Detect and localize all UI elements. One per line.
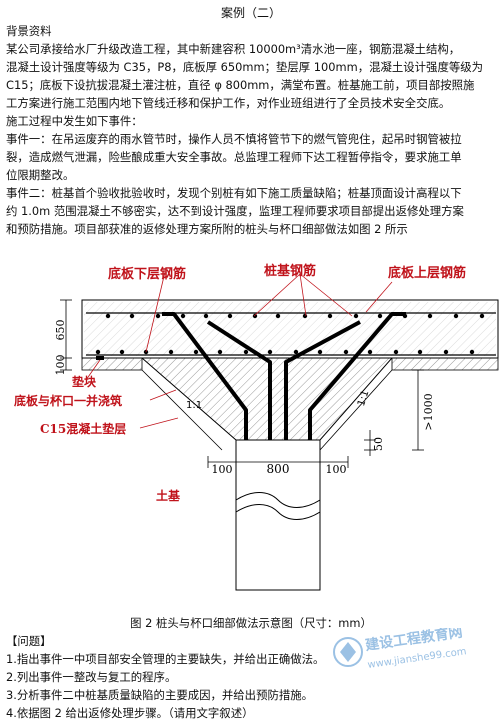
dim-800: 800 [267,462,290,476]
label-soil: 土基 [156,488,181,503]
pile-rebar [162,312,406,440]
label-top-rebar: 底板上层钢筋 [388,265,466,281]
rebar-dots [95,313,485,355]
label-bottom-rebar: 底板下层钢筋 [108,266,186,282]
pile-cup [140,357,394,441]
label-pile-rebar: 桩基钢筋 [264,263,316,279]
background-section: 背景资料 某公司承接给水厂升级改造工程，其中新建容积 10000m³清水池一座，… [6,22,498,238]
questions-section: 【问题】 1.指出事件一中项目部安全管理的主要缺失，并给出正确做法。 2.列出事… [6,632,498,722]
question-item: 3.分析事件二中桩基质量缺陷的主要成因，并给出预防措施。 [6,688,314,702]
label-slope-right: 1:1 [356,389,371,408]
dim-50: 50 [372,437,385,451]
pile-break-bottom [235,504,321,520]
pad-block-1 [96,356,104,360]
label-leaders [85,271,393,429]
dim-1000: >1000 [422,393,435,430]
dim-100-left: 100 [54,355,67,376]
questions-heading: 【问题】 [6,634,52,648]
pile-body [235,439,321,591]
figure-caption: 图 2 桩头与杯口细部做法示意图（尺寸：mm） [130,616,372,630]
label-pad-block: 垫块 [72,374,97,389]
pile-break-top [235,492,321,508]
slope-line-left [141,369,223,451]
background-line: C15；底板下设抗拔混凝土灌注桩，直径 φ 800mm，满堂布置。桩基施工前，项… [6,78,475,92]
watermark-logo-icon [333,637,363,667]
label-slab-cup-cast: 底板与杯口一并浇筑 [14,393,122,408]
pile-cup-detail-figure: 底板下层钢筋 桩基钢筋 底板上层钢筋 垫块 底板与杯口一并浇筑 C15混凝土垫层… [14,263,499,591]
label-slope-left: 1:1 [186,400,202,411]
question-item: 2.列出事件一整改与复工的程序。 [6,670,177,684]
background-line: 施工过程中发生如下事件： [6,114,143,128]
background-line: 工方案进行施工范围内地下管线迁移和保护工作，对作业班组进行了全员技术安全交底。 [6,96,451,110]
background-line: 事件一：在吊运废弃的雨水管节时，操作人员不慎将管节下的燃气管兜住，起吊时钢管被拉 [6,132,462,146]
question-item: 4.依据图 2 给出返修处理步骤。（请用文字叙述） [6,706,254,720]
background-line: 事件二：桩基首个验收批验收时，发现个别桩有如下施工质量缺陷；桩基顶面设计高程以下 [6,186,462,200]
background-line: 和预防措施。项目部获准的返修处理方案所附的桩头与杯口细部做法如图 2 所示 [6,222,408,236]
background-line: 某公司承接给水厂升级改造工程，其中新建容积 10000m³清水池一座，钢筋混凝土… [6,42,461,56]
background-line: 位限期整改。 [6,168,75,182]
dim-100-a: 100 [212,463,233,476]
background-line: 混凝土设计强度等级为 C35，P8，底板厚 650mm；垫层厚 100mm，混凝… [6,60,484,74]
watermark-logo: 建设工程教育网 www.jianshe99.com [333,628,467,671]
background-line: 约 1.0m 范围混凝土不够密实，达不到设计强度，监理工程师要求项目部提出返修处… [6,204,464,218]
question-item: 1.指出事件一中项目部安全管理的主要缺失，并给出正确做法。 [6,652,325,666]
dim-100-b: 100 [326,463,347,476]
case-title: 案例（二） [220,6,281,20]
background-heading: 背景资料 [6,24,52,38]
slope-line-right [319,369,393,451]
background-line: 裂，造成燃气泄漏，险些酿成重大安全事故。总监理工程师下达工程暂停指令，要求施工单 [6,150,462,164]
c15-cushion-left [81,357,143,371]
slab-speckle [84,302,496,356]
label-c15-cushion: C15混凝土垫层 [40,421,126,436]
dim-650: 650 [54,320,67,341]
c15-cushion-right [391,357,499,371]
